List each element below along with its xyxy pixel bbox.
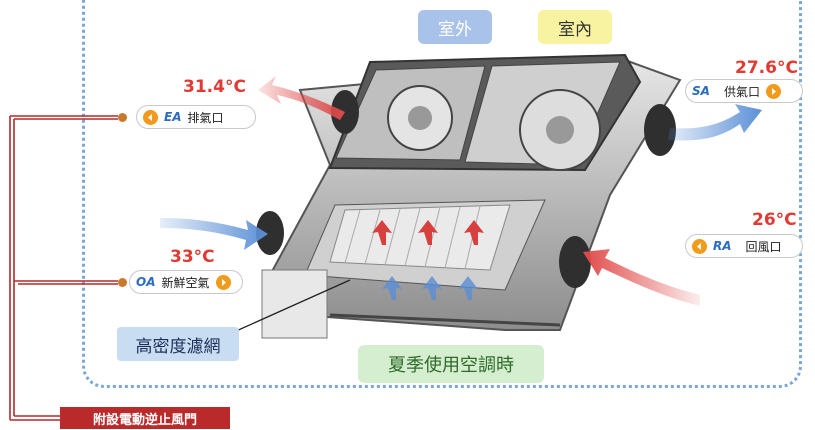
oa-code: OA (136, 275, 156, 289)
inner-flow-arrows (372, 220, 484, 245)
orange-arrow-left-icon (143, 109, 158, 125)
ea-port-label: EA 排氣口 (136, 105, 256, 129)
ea-name: 排氣口 (187, 110, 224, 125)
ra-temperature: 26°C (752, 210, 797, 230)
ea-code: EA (164, 110, 182, 124)
supply-fan-icon (519, 89, 601, 171)
damper-label: 附設電動逆止風門 (60, 407, 230, 429)
sa-name: 供氣口 (723, 84, 760, 99)
damper-bracket (9, 115, 118, 421)
return-air-arrow (583, 249, 700, 306)
outdoor-zone-label: 室外 (418, 10, 492, 44)
orange-arrow-right-icon (765, 83, 781, 99)
exhaust-air-arrow (258, 76, 345, 120)
orange-arrow-left-icon (692, 238, 707, 254)
oa-port-label: OA 新鮮空氣 (129, 270, 243, 294)
ra-port-label: RA 回風口 (685, 234, 803, 258)
outdoor-air-arrow (160, 218, 268, 250)
oa-name: 新鮮空氣 (161, 275, 210, 290)
indoor-zone-label: 室內 (538, 10, 612, 44)
summer-mode-label: 夏季使用空調時 (358, 345, 544, 383)
ra-code: RA (713, 239, 732, 253)
oa-connector-dot (118, 278, 127, 287)
exhaust-fan-icon (387, 85, 453, 151)
inner-cool-arrows (382, 276, 478, 300)
ra-name: 回風口 (745, 239, 782, 254)
supply-air-arrow (668, 104, 762, 141)
ea-temperature: 31.4°C (183, 77, 246, 97)
oa-temperature: 33°C (170, 247, 215, 267)
filter-pointer-line (224, 279, 351, 337)
diagram-frame (82, 0, 802, 388)
ea-connector-dot (118, 113, 127, 122)
orange-arrow-right-icon (215, 274, 231, 290)
sa-port-label: SA 供氣口 (685, 79, 803, 103)
sa-temperature: 27.6°C (735, 58, 798, 78)
sa-code: SA (692, 84, 710, 98)
filter-label: 高密度濾網 (117, 327, 239, 361)
filter-core-icon (329, 204, 511, 271)
ventilator-body (256, 53, 682, 339)
